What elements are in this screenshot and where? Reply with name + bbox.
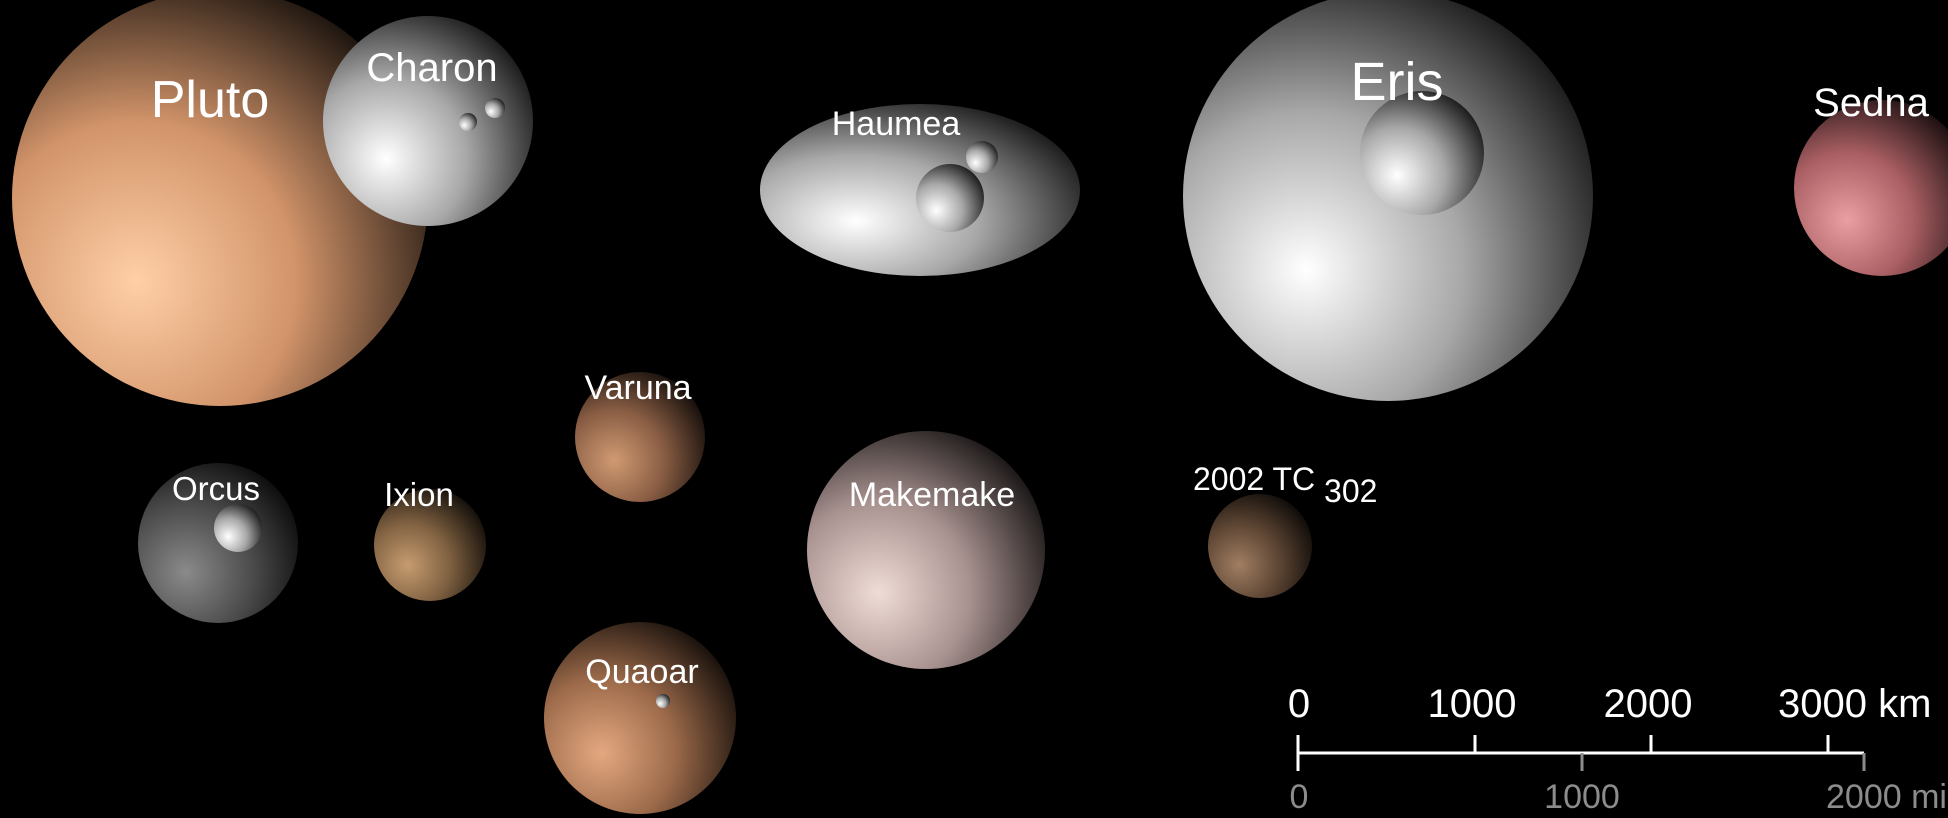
charon-moon-tiny [485, 98, 505, 118]
makemake-sphere [807, 431, 1045, 669]
scale-km-label-3000: 3000 km [1778, 682, 1931, 726]
ixion-label: Ixion [384, 476, 454, 513]
makemake-label: Makemake [849, 476, 1015, 514]
scale-km-label-1000: 1000 [1428, 682, 1517, 726]
orcus-moon-vanth [214, 504, 262, 552]
quaoar-label: Quaoar [585, 653, 698, 691]
tc302-label-main: 2002 TC [1193, 461, 1315, 497]
charon-moon-small [459, 113, 477, 131]
charon-label: Charon [366, 46, 497, 90]
haumea-label: Haumea [832, 105, 961, 143]
pluto-label: Pluto [151, 71, 270, 129]
scale-mi-label-2000: 2000 mi [1826, 778, 1947, 816]
scale-km-label-2000: 2000 [1604, 682, 1693, 726]
haumea-moon-namaka [966, 141, 998, 173]
orcus-sphere [138, 463, 298, 623]
scale-mi-label-0: 0 [1290, 778, 1309, 816]
scale-mi-label-1000: 1000 [1544, 778, 1620, 816]
scale-km-label-0: 0 [1288, 682, 1310, 726]
varuna-label: Varuna [584, 369, 691, 407]
pluto-sphere [12, 0, 428, 406]
ixion-sphere [374, 489, 486, 601]
orcus-label: Orcus [172, 470, 260, 507]
quaoar-sphere [544, 622, 736, 814]
charon-sphere [323, 16, 533, 226]
eris-label: Eris [1351, 52, 1444, 112]
quaoar-moon-weywot [656, 694, 670, 708]
tc302-sphere [1208, 494, 1312, 598]
scale-bar: 0 1000 2000 3000 km 0 1000 2000 mi [1288, 682, 1947, 816]
tc302-label: 2002 TC 302 [1193, 461, 1377, 509]
sedna-label: Sedna [1813, 81, 1929, 125]
sedna-sphere [1794, 100, 1948, 276]
varuna-sphere [575, 372, 705, 502]
haumea-moon-hiiaka [916, 164, 984, 232]
tc302-label-subscript: 302 [1324, 473, 1377, 509]
eris-moon-dysnomia [1360, 91, 1484, 215]
